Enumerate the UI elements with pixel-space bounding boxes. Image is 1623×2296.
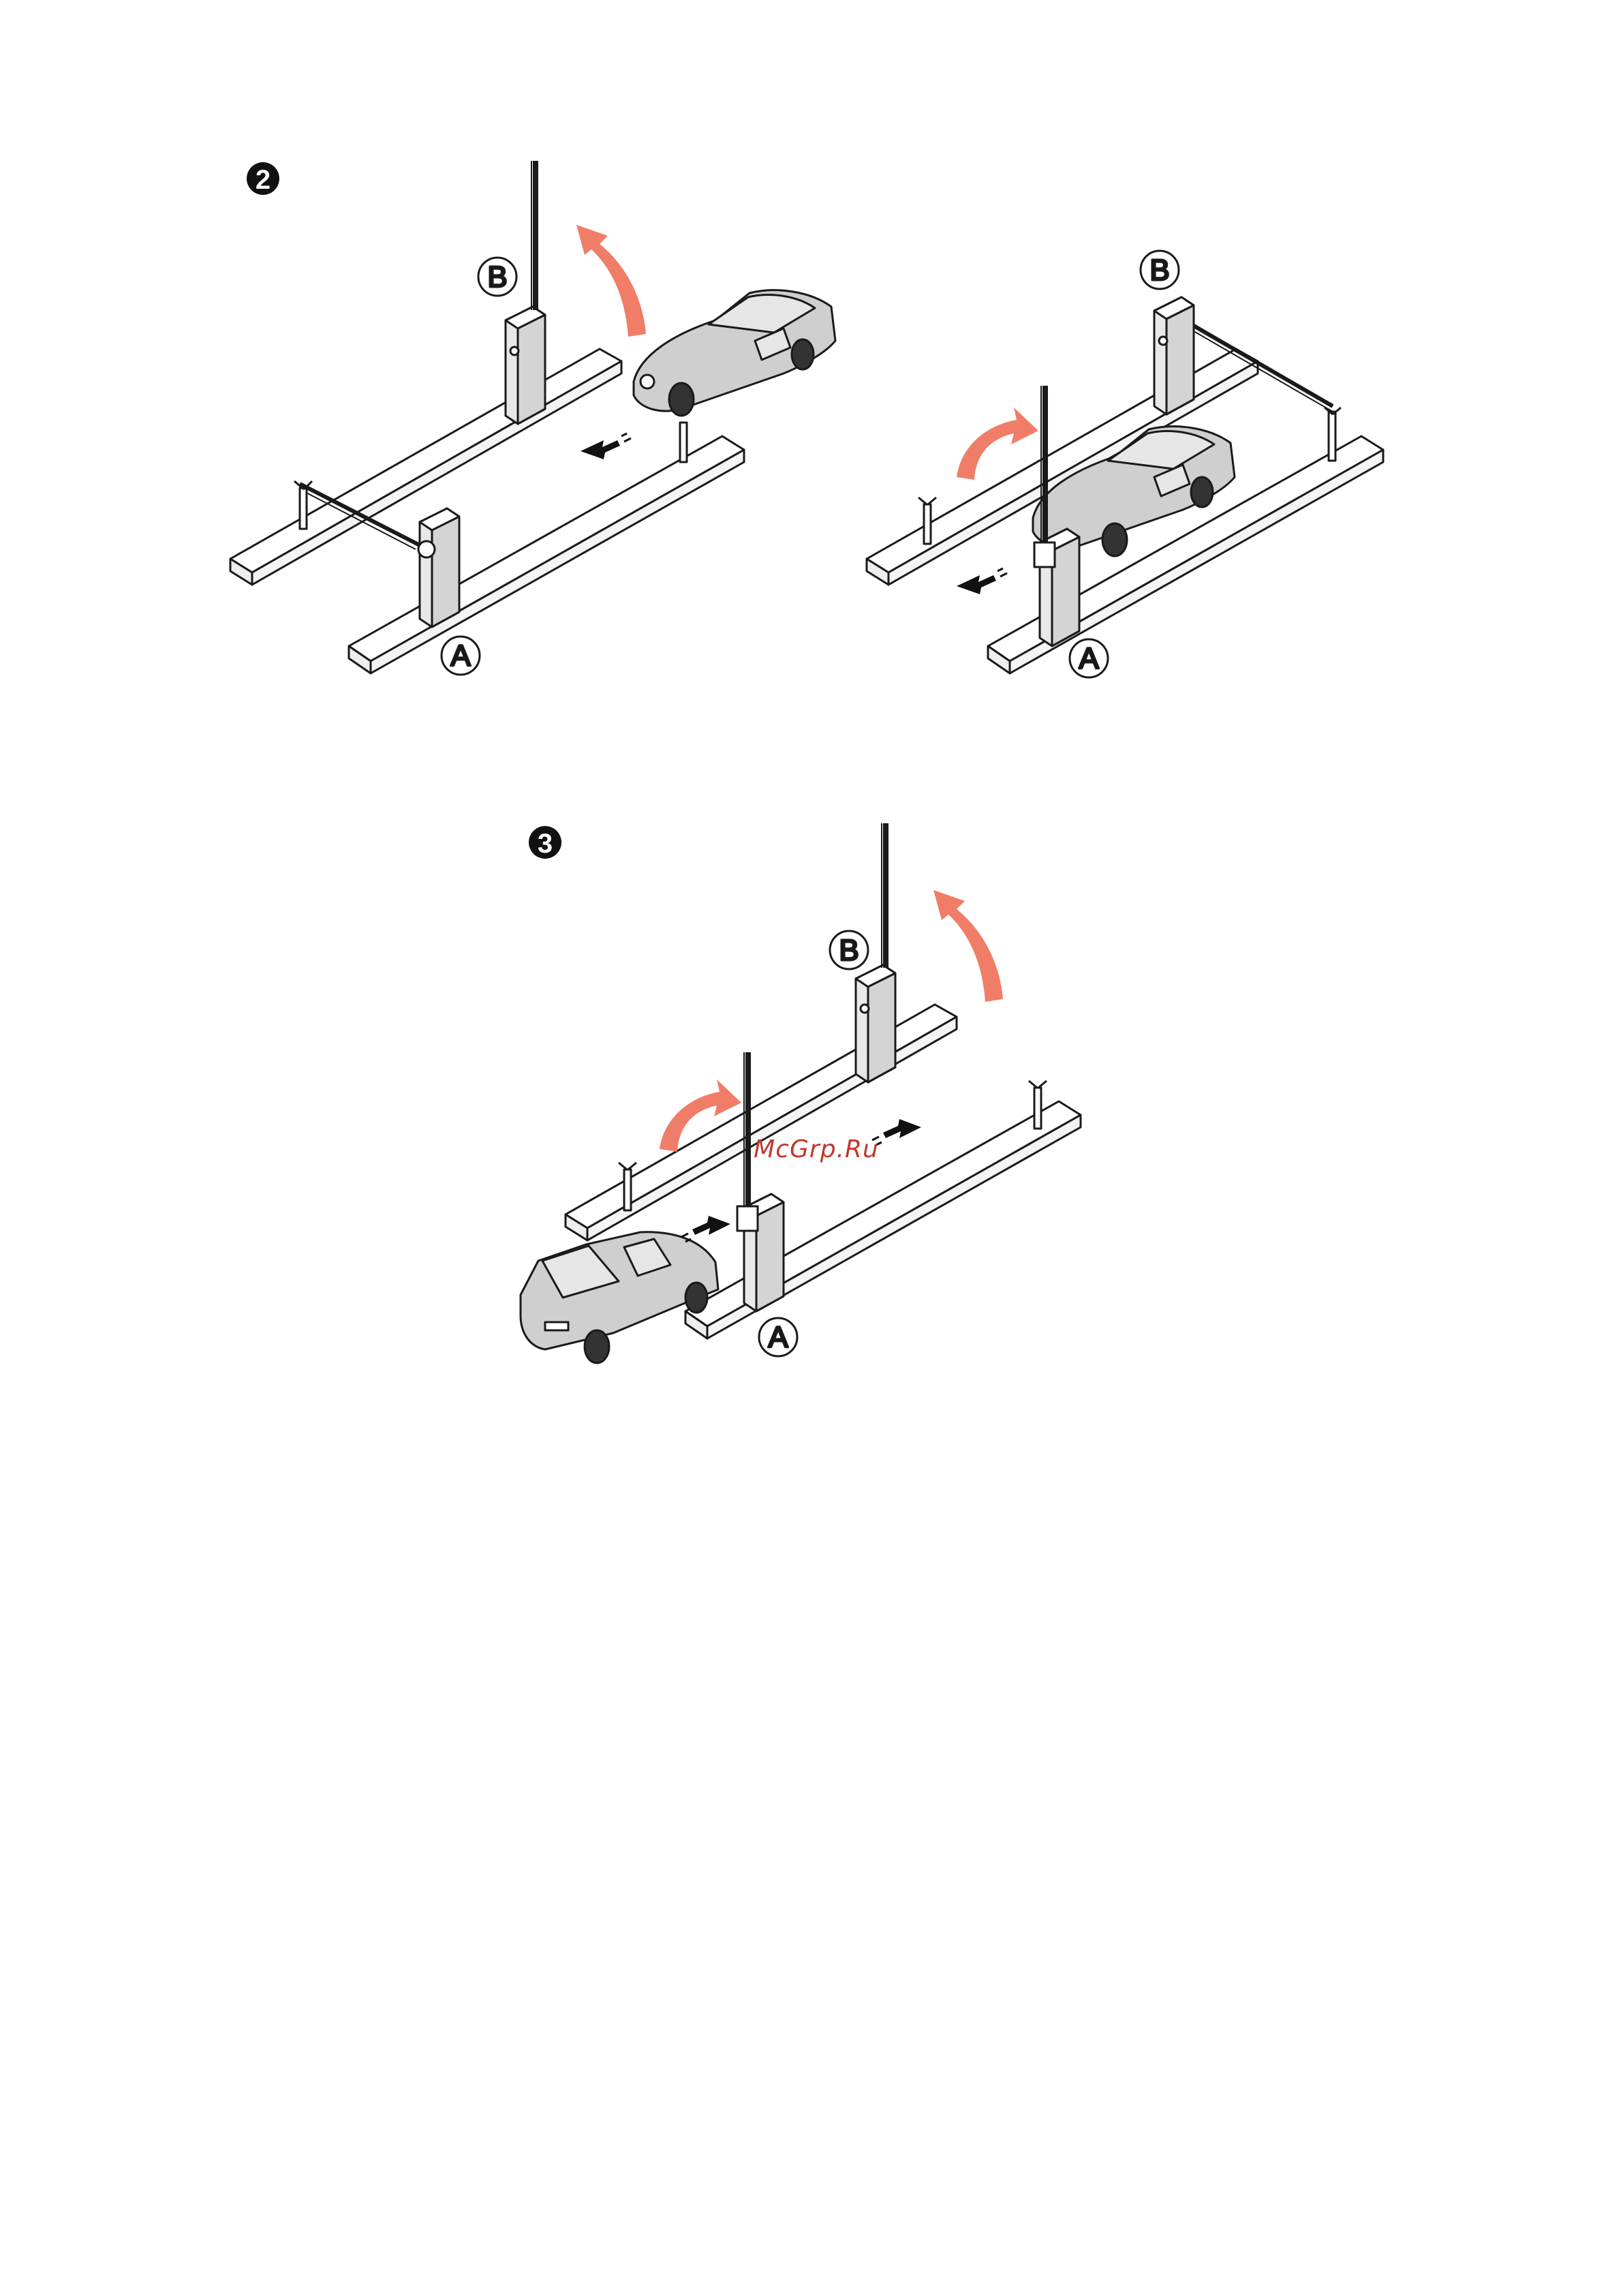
barrier-b-cabinet (1154, 297, 1333, 414)
scene-2-left: B A (230, 161, 835, 675)
label-b: B (487, 260, 507, 294)
watermark: McGrp.Ru (754, 1135, 879, 1163)
label-b: B (1149, 254, 1169, 287)
direction-arrow-enter (681, 1216, 730, 1242)
rotation-arrow-raise-b (576, 225, 646, 337)
rotation-arrow-raise-b (933, 890, 1003, 1002)
barrier-a-cabinet (737, 1052, 784, 1311)
barrier-b-cabinet (506, 161, 545, 424)
scene-2-right: B A (867, 251, 1383, 677)
label-a: A (1079, 642, 1099, 675)
label-b: B (839, 934, 859, 967)
step-2-number: 2 (256, 165, 270, 195)
step-2-marker: 2 (247, 162, 279, 195)
car-sports (634, 290, 835, 416)
step-3-number: 3 (538, 829, 553, 859)
scene-3: B A (521, 823, 1081, 1363)
label-a: A (450, 639, 471, 673)
car-hatchback (521, 1232, 718, 1363)
step-3-marker: 3 (529, 826, 561, 859)
direction-arrow-enter-2 (872, 1119, 921, 1145)
label-a: A (768, 1321, 788, 1354)
post-front (680, 423, 687, 462)
direction-arrow-exit (957, 568, 1007, 594)
direction-arrow-exit (581, 433, 631, 459)
